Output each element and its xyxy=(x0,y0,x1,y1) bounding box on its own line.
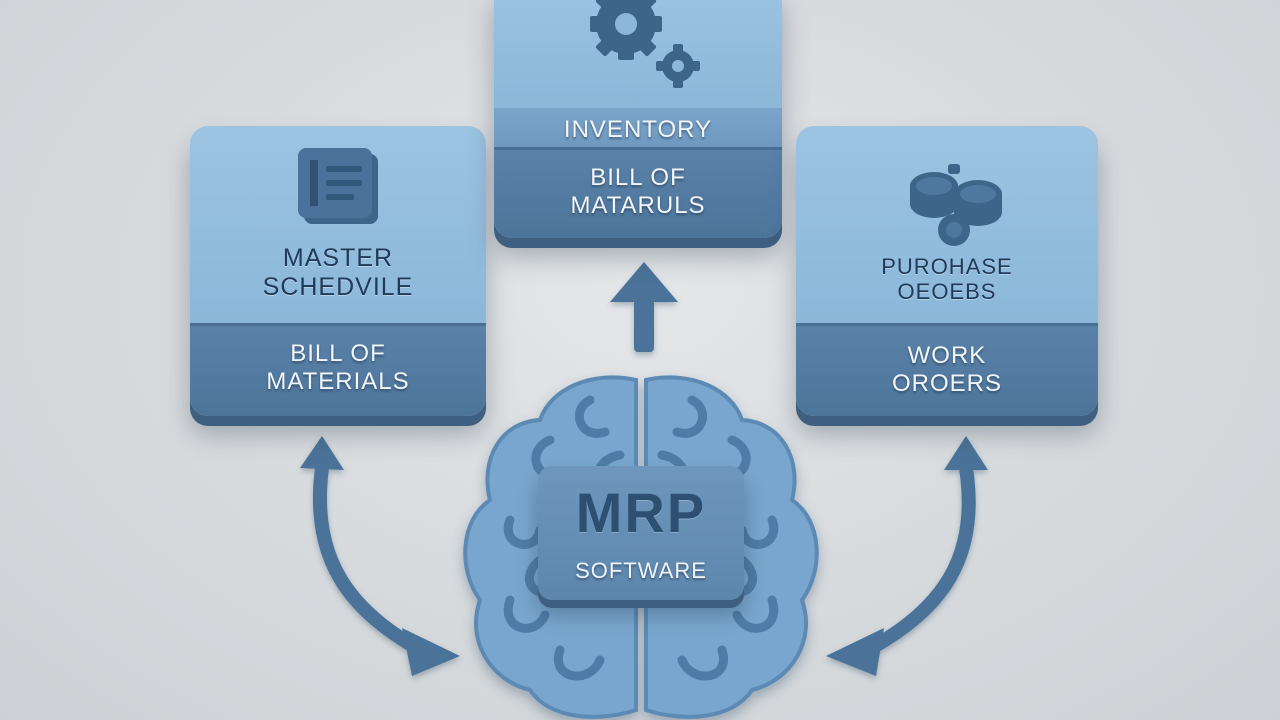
up-arrow xyxy=(610,262,678,352)
inventory-band: INVENTORY xyxy=(494,108,782,150)
master-schedule-card[interactable]: MASTER SCHEDVILE BILL OF MATERIALS xyxy=(190,126,486,416)
inventory-card[interactable]: INVENTORY BILL OF MATARULS xyxy=(494,0,782,238)
right-double-arrow xyxy=(826,436,988,676)
card-bottom-panel: BILL OF MATERIALS xyxy=(190,323,486,416)
work-orders-label: WORK OROERS xyxy=(891,342,1002,397)
inventory-label: INVENTORY xyxy=(563,116,713,143)
card-bottom-panel: BILL OF MATARULS xyxy=(494,147,782,238)
mrp-subtitle: SOFTWARE xyxy=(575,558,707,583)
card-top-panel xyxy=(494,0,782,108)
card-top-panel: MASTER SCHEDVILE xyxy=(190,126,486,326)
card-bottom-panel: WORK OROERS xyxy=(796,323,1098,416)
bill-of-materials-label: BILL OF MATERIALS xyxy=(266,340,410,395)
document-icon xyxy=(296,146,382,233)
purchase-orders-card[interactable]: PUROHASE OEOEBS WORK OROERS xyxy=(796,126,1098,416)
gears-icon xyxy=(570,0,710,99)
left-double-arrow xyxy=(300,436,460,676)
master-schedule-label: MASTER SCHEDVILE xyxy=(262,244,414,301)
mrp-title: MRP xyxy=(575,481,707,544)
coins-icon xyxy=(906,160,1006,257)
purchase-orders-label: PUROHASE OEOEBS xyxy=(881,254,1013,305)
mrp-software-box[interactable]: MRP SOFTWARE xyxy=(538,466,744,600)
bill-of-materials-label: BILL OF MATARULS xyxy=(570,164,706,219)
card-top-panel: PUROHASE OEOEBS xyxy=(796,126,1098,326)
